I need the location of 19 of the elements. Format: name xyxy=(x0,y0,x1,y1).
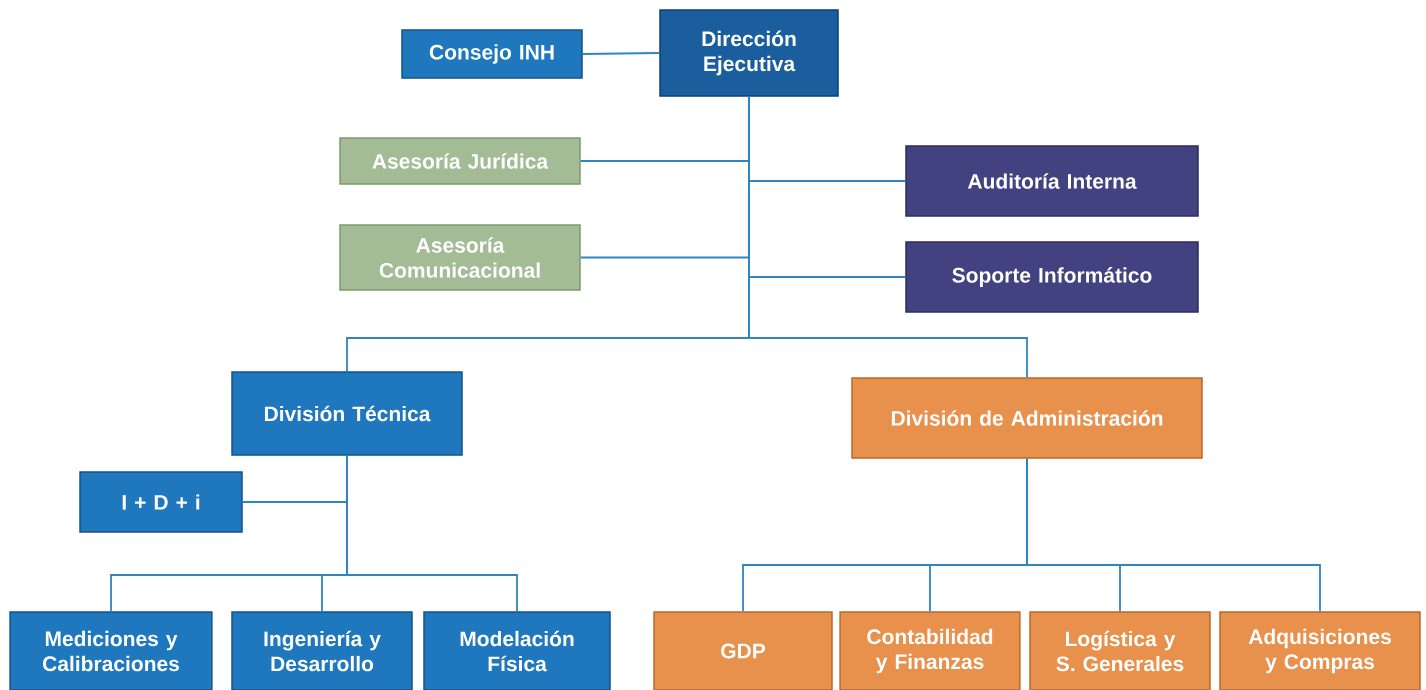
org-box: I + D + i xyxy=(79,471,243,533)
org-box: Dirección Ejecutiva xyxy=(659,9,839,97)
connector-line xyxy=(581,52,661,55)
org-box: División Técnica xyxy=(231,371,463,456)
org-box: Modelación Física xyxy=(423,611,611,690)
org-box: Auditoría Interna xyxy=(905,145,1199,217)
org-box: Logística y S. Generales xyxy=(1029,611,1211,690)
org-box: Contabilidad y Finanzas xyxy=(839,611,1021,690)
org-box: División de Administración xyxy=(851,377,1203,459)
org-box: Asesoría Jurídica xyxy=(339,137,581,185)
org-box: Ingeniería y Desarrollo xyxy=(231,611,413,690)
connector-line xyxy=(748,95,1028,379)
org-box: Soporte Informático xyxy=(905,241,1199,313)
org-box: Consejo INH xyxy=(401,29,583,79)
org-box: Adquisiciones y Compras xyxy=(1219,611,1421,690)
connector-line xyxy=(1026,457,1321,613)
org-box: Mediciones y Calibraciones xyxy=(9,611,213,690)
org-box: GDP xyxy=(653,611,833,690)
org-box: Asesoría Comunicacional xyxy=(339,224,581,291)
